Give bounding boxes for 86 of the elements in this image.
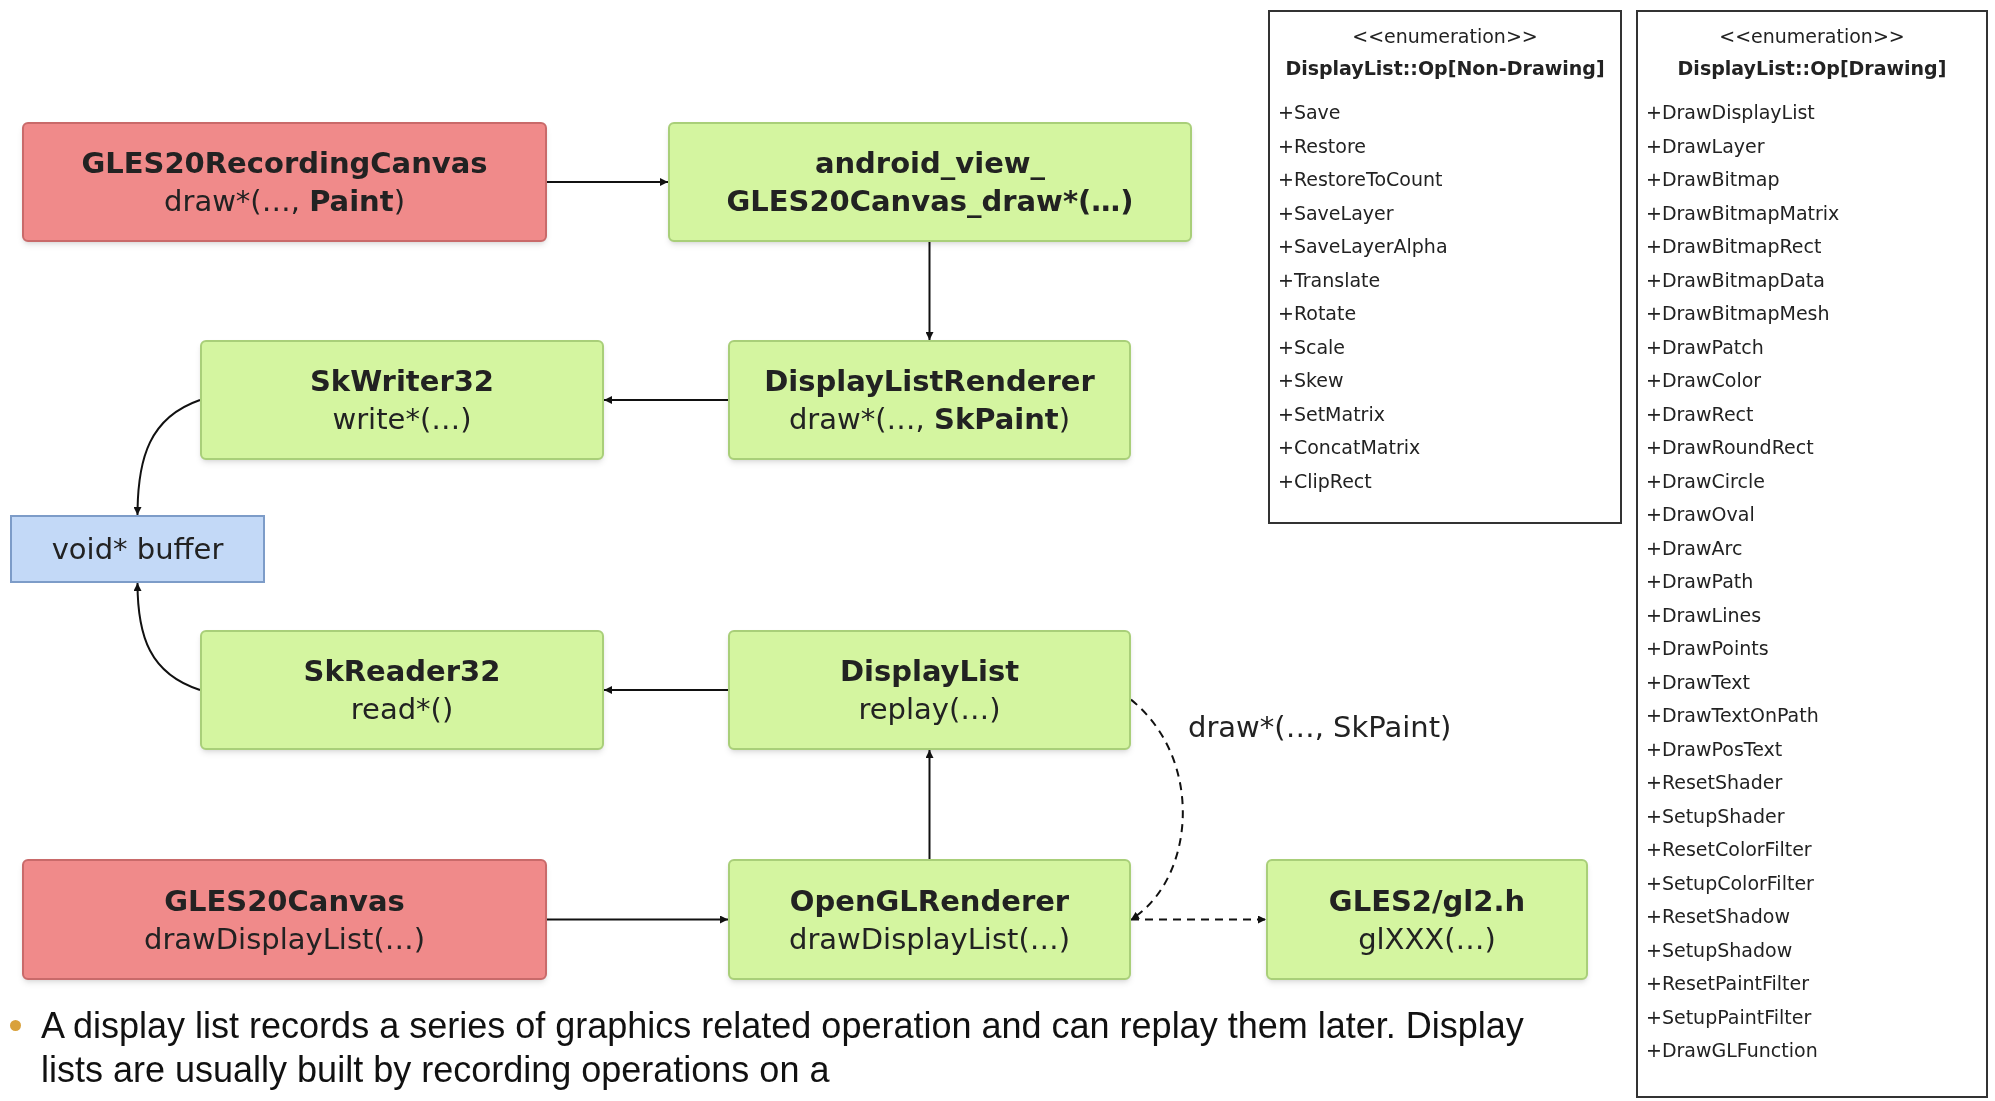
enumeration-literal: +SetupShader bbox=[1646, 803, 1786, 829]
class-box bbox=[200, 630, 604, 750]
enumeration-literal: +DrawArc bbox=[1646, 535, 1744, 561]
arrow bbox=[546, 915, 729, 924]
enumeration-literal: +DrawTextOnPath bbox=[1646, 703, 1820, 728]
enumeration-name: DisplayList::Op[Non-Drawing] bbox=[1284, 56, 1606, 81]
enumeration-literal: +ResetShadow bbox=[1646, 904, 1791, 929]
method-signature: glXXX(…) bbox=[1358, 920, 1496, 958]
enumeration-name: DisplayList::Op[Drawing] bbox=[1676, 56, 1948, 81]
box-label: void* buffer bbox=[51, 531, 224, 568]
arrow bbox=[603, 686, 729, 694]
dashed-arrow bbox=[1130, 915, 1267, 924]
enumeration-box bbox=[1268, 10, 1622, 524]
arrow bbox=[133, 399, 201, 516]
enumeration-literal: +DrawLayer bbox=[1646, 133, 1766, 159]
enumeration-literal: +ConcatMatrix bbox=[1278, 435, 1422, 460]
arrow bbox=[133, 582, 201, 691]
enumeration-literal: +Rotate bbox=[1278, 301, 1358, 326]
class-name: GLES20RecordingCanvas bbox=[81, 145, 488, 182]
enumeration-literal: +SetupShadow bbox=[1646, 937, 1794, 963]
enumeration-literal: +DrawColor bbox=[1646, 368, 1763, 393]
method-signature: draw*(…, SkPaint) bbox=[788, 401, 1071, 438]
enumeration-literal: +DrawRoundRect bbox=[1646, 435, 1815, 460]
class-name: GLES20Canvas bbox=[164, 882, 405, 920]
buffer-box bbox=[10, 515, 265, 583]
dashed-arrow bbox=[1130, 698, 1184, 921]
enumeration-literal: +Scale bbox=[1278, 334, 1347, 360]
enumeration-literal: +DrawBitmapMatrix bbox=[1646, 200, 1841, 226]
class-name: GLES2/gl2.h bbox=[1328, 882, 1526, 920]
enumeration-literal: +ResetPaintFilter bbox=[1646, 971, 1811, 996]
enumeration-literal: +DrawBitmapMesh bbox=[1646, 301, 1831, 326]
method-signature: draw*(…, Paint) bbox=[164, 183, 405, 220]
enumeration-box bbox=[1636, 10, 1988, 1098]
class-name: SkWriter32 bbox=[309, 363, 495, 400]
class-box bbox=[728, 340, 1131, 460]
class-name: DisplayList bbox=[839, 653, 1020, 690]
enumeration-literal: +DrawDisplayList bbox=[1646, 100, 1816, 125]
class-box bbox=[728, 630, 1131, 750]
method-signature: drawDisplayList(…) bbox=[788, 920, 1070, 958]
enumeration-literal: +ResetShader bbox=[1646, 770, 1784, 795]
method-signature: drawDisplayList(…) bbox=[143, 920, 425, 958]
class-name: DisplayListRenderer bbox=[764, 363, 1095, 400]
enumeration-literal: +ResetColorFilter bbox=[1646, 837, 1813, 862]
enumeration-literal: +RestoreToCount bbox=[1278, 167, 1444, 192]
enumeration-literal: +Save bbox=[1278, 100, 1342, 125]
enumeration-literal: +DrawText bbox=[1646, 669, 1751, 695]
arrow bbox=[546, 178, 669, 186]
enumeration-literal: +DrawPatch bbox=[1646, 334, 1765, 360]
enumeration-literal: +DrawGLFunction bbox=[1646, 1038, 1819, 1063]
enumeration-literal: +SetupPaintFilter bbox=[1646, 1004, 1813, 1030]
method-signature: read*() bbox=[350, 691, 454, 728]
method-signature: replay(…) bbox=[858, 691, 1001, 728]
enumeration-literal: +DrawBitmapRect bbox=[1646, 234, 1823, 259]
method-signature: write*(…) bbox=[332, 401, 472, 438]
class-box bbox=[22, 122, 547, 242]
enumeration-literal: +Translate bbox=[1278, 267, 1382, 293]
stereotype-label: <<enumeration>> bbox=[1351, 24, 1539, 49]
box-label: android_view_ GLES20Canvas_draw*(…) bbox=[725, 145, 1135, 220]
enumeration-literal: +DrawBitmap bbox=[1646, 167, 1781, 192]
enumeration-literal: +SaveLayer bbox=[1278, 200, 1395, 226]
class-name: OpenGLRenderer bbox=[789, 882, 1070, 920]
stereotype-label: <<enumeration>> bbox=[1718, 24, 1906, 49]
enumeration-literal: +DrawLines bbox=[1646, 602, 1763, 628]
arrow bbox=[603, 396, 729, 404]
class-name: SkReader32 bbox=[303, 653, 501, 690]
enumeration-literal: +DrawCircle bbox=[1646, 468, 1766, 494]
arrow bbox=[925, 241, 934, 341]
enumeration-literal: +DrawPosText bbox=[1646, 736, 1784, 762]
enumeration-literal: +DrawPoints bbox=[1646, 636, 1770, 661]
class-box bbox=[668, 122, 1192, 242]
note-text: A display list records a series of graphics related operation and can replay them later. Display lists are usually built by recording operations on a bbox=[41, 1004, 1525, 1092]
enumeration-literal: +DrawRect bbox=[1646, 401, 1755, 427]
enumeration-literal: +SetupColorFilter bbox=[1646, 870, 1815, 896]
class-box bbox=[200, 340, 604, 460]
class-box bbox=[1266, 859, 1588, 980]
class-box bbox=[22, 859, 547, 980]
enumeration-literal: +SetMatrix bbox=[1278, 401, 1386, 427]
enumeration-literal: +SaveLayerAlpha bbox=[1278, 234, 1449, 259]
enumeration-literal: +Skew bbox=[1278, 368, 1345, 393]
enumeration-literal: +DrawPath bbox=[1646, 569, 1755, 594]
arrow bbox=[925, 749, 934, 860]
enumeration-literal: +ClipRect bbox=[1278, 468, 1373, 494]
enumeration-literal: +DrawBitmapData bbox=[1646, 267, 1826, 293]
enumeration-literal: +Restore bbox=[1278, 133, 1367, 159]
class-box bbox=[728, 859, 1131, 980]
enumeration-literal: +DrawOval bbox=[1646, 502, 1756, 527]
